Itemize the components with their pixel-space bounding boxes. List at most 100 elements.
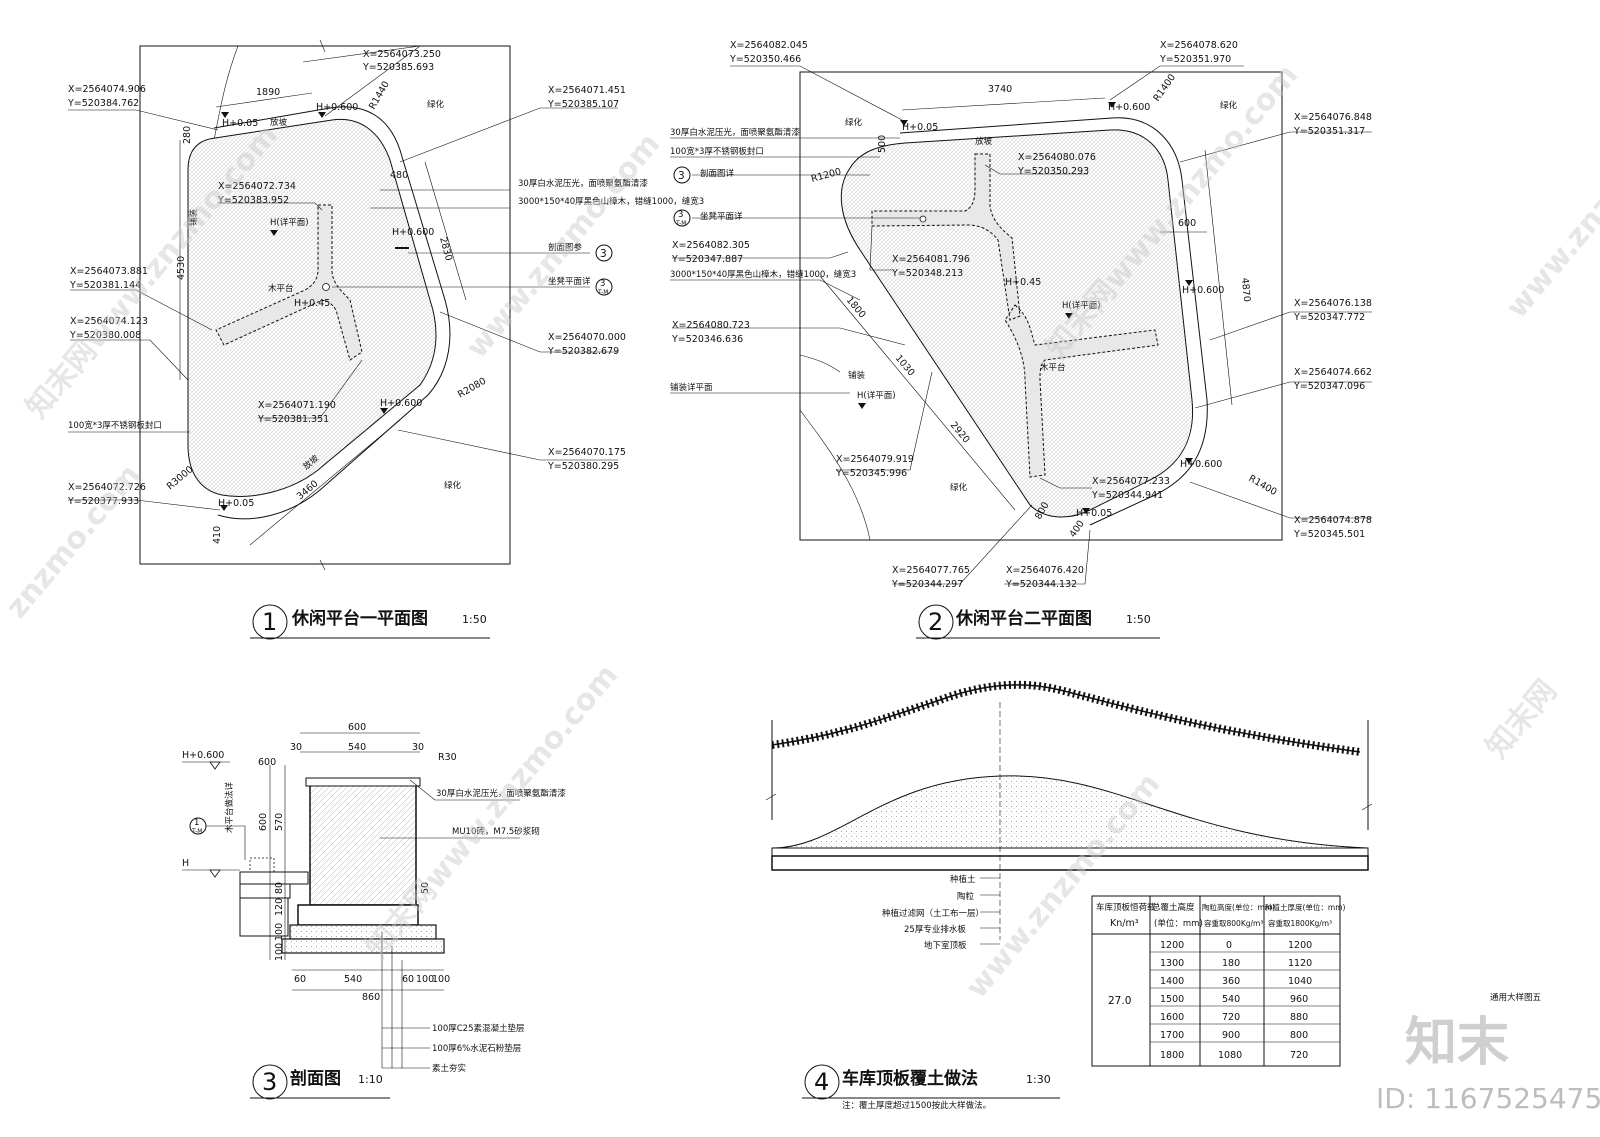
section-dim-left-80: 80: [274, 882, 285, 894]
section-title: 剖面图: [290, 1068, 341, 1089]
svg-text:180: 180: [1222, 958, 1240, 969]
svg-text:H+0.05: H+0.05: [218, 498, 254, 509]
svg-text:(单位：mm): (单位：mm): [1154, 918, 1203, 929]
svg-text:X=2564070.175: X=2564070.175: [548, 447, 626, 458]
svg-text:1200: 1200: [1288, 940, 1312, 951]
svg-text:Y=520384.762: Y=520384.762: [67, 98, 139, 109]
soil-table-load: 27.0: [1108, 995, 1131, 1007]
plan2-radius-r1400-top: R1400: [1151, 72, 1178, 104]
plan2-scale: 1:50: [1126, 613, 1151, 626]
section-dim-left-100b: 100: [274, 943, 285, 961]
plan2-levels: H+0.05 H+0.600 H+0.45 H+0.600 H+0.600 H+…: [900, 102, 1224, 519]
svg-text:Y=520344.132: Y=520344.132: [1005, 579, 1077, 590]
svg-text:X=2564073.881: X=2564073.881: [70, 266, 148, 277]
section-dim-30-left: 30: [290, 742, 302, 753]
svg-text:1: 1: [194, 818, 199, 828]
plan1-bench: [215, 204, 363, 361]
plan1-dim-410: 410: [212, 526, 223, 544]
svg-text:X=2564082.305: X=2564082.305: [672, 240, 750, 251]
svg-text:Y=520380.295: Y=520380.295: [547, 461, 619, 472]
plan1-radius-r3000: R3000: [165, 464, 196, 492]
svg-text:H+0.05: H+0.05: [902, 122, 938, 133]
svg-text:X=2564076.420: X=2564076.420: [1006, 565, 1084, 576]
svg-text:Y=520351.970: Y=520351.970: [1159, 54, 1231, 65]
svg-text:X=2564081.796: X=2564081.796: [892, 254, 970, 265]
svg-text:X=2564076.138: X=2564076.138: [1294, 298, 1372, 309]
plan2-radius-r1400-bottom: R1400: [1247, 473, 1279, 498]
section-dim-600: 600: [348, 722, 366, 733]
svg-text:30厚白水泥压光，面喷聚氨酯清漆: 30厚白水泥压光，面喷聚氨酯清漆: [518, 178, 648, 189]
section-dim-60-b: 60: [402, 974, 414, 985]
section-dim-860: 860: [362, 992, 380, 1003]
svg-text:H+0.600: H+0.600: [1182, 285, 1224, 296]
svg-text:X=2564070.000: X=2564070.000: [548, 332, 626, 343]
plan2-dim-600: 600: [1178, 218, 1196, 229]
svg-text:X=2564076.848: X=2564076.848: [1294, 112, 1372, 123]
svg-text:1080: 1080: [1218, 1050, 1242, 1061]
svg-text:Y=520385.107: Y=520385.107: [547, 99, 619, 110]
svg-text:知末网: 知末网: [1479, 674, 1564, 765]
svg-text:Y=520347.887: Y=520347.887: [671, 254, 743, 265]
svg-text:Y=520348.213: Y=520348.213: [891, 268, 963, 279]
plan2-dim-500: 500: [877, 135, 888, 153]
svg-text:100宽*3厚不锈钢板封口: 100宽*3厚不锈钢板封口: [670, 146, 764, 157]
soil-mound: [771, 775, 1369, 849]
section-layers: 100厚C25素混凝土垫层 100厚6%水泥石粉垫层 素土夯实: [381, 932, 524, 1074]
svg-text:3000*150*40厚黑色山樟木，错缝1000，缝宽3: 3000*150*40厚黑色山樟木，错缝1000，缝宽3: [518, 196, 704, 207]
svg-text:1400: 1400: [1160, 976, 1184, 987]
plan2-coordinates: X=2564082.045 Y=520350.466 X=2564078.620…: [671, 40, 1372, 590]
svg-text:X=2564071.451: X=2564071.451: [548, 85, 626, 96]
svg-text:T-M: T-M: [191, 828, 202, 835]
soil-general-detail: 通用大样图五: [1490, 992, 1542, 1003]
svg-text:3: 3: [600, 279, 605, 289]
svg-text:www.znzmo.com: www.znzmo.com: [459, 127, 667, 365]
svg-text:H+0.600: H+0.600: [392, 227, 434, 238]
section-dim-left-600b: 600: [258, 813, 269, 831]
svg-text:H+0.45: H+0.45: [294, 298, 330, 309]
plan1-dim-280: 280: [182, 126, 193, 144]
svg-text:Y=520351.317: Y=520351.317: [1293, 126, 1365, 137]
svg-text:1200: 1200: [1160, 940, 1184, 951]
svg-text:960: 960: [1290, 994, 1308, 1005]
svg-text:车库顶板恒荷载: 车库顶板恒荷载: [1096, 902, 1156, 913]
plan1-dim-1890: 1890: [256, 87, 280, 98]
svg-text:720: 720: [1222, 1012, 1240, 1023]
brand-id: ID: 1167525475: [1376, 1082, 1600, 1115]
svg-text:H+0.45: H+0.45: [1005, 277, 1041, 288]
svg-text:H+0.05: H+0.05: [1076, 508, 1112, 519]
section-radius: R30: [438, 752, 457, 763]
section-dim-left-600: 600: [258, 757, 276, 768]
plan1-levels: H+0.05 H+0.600 H+0.600 H+0.45 H+0.600 H+…: [218, 102, 434, 511]
svg-text:铺装详平面: 铺装详平面: [670, 382, 713, 393]
plan1-label-green: 绿化: [427, 99, 445, 110]
plan1-dim-4530: 4530: [176, 256, 187, 280]
plan1-notes: 30厚白水泥压光，面喷聚氨酯清漆 3000*150*40厚黑色山樟木，错缝100…: [68, 178, 704, 433]
svg-text:Y=520350.293: Y=520350.293: [1017, 166, 1089, 177]
plan2-notes: 30厚白水泥压光，面喷聚氨酯清漆 100宽*3厚不锈钢板封口 3 剖面图详 3 …: [670, 127, 920, 394]
plan2-dim-3740: 3740: [988, 84, 1012, 95]
svg-text:Y=520345.996: Y=520345.996: [835, 468, 907, 479]
svg-text:1700: 1700: [1160, 1030, 1184, 1041]
plan2-title: 休闲平台二平面图: [955, 608, 1092, 629]
svg-text:Y=520344.297: Y=520344.297: [891, 579, 963, 590]
svg-text:Y=520344.941: Y=520344.941: [1091, 490, 1163, 501]
svg-text:Y=520380.008: Y=520380.008: [69, 330, 141, 341]
plan2-label-hplan-1: H(详平面): [857, 390, 896, 401]
svg-text:Y=520346.636: Y=520346.636: [671, 334, 743, 345]
svg-text:X=2564082.045: X=2564082.045: [730, 40, 808, 51]
soil-detail: 种植土 陶粒 种植过滤网（土工布一层） 25厚专业排水板 地下室顶板 车库顶板恒…: [765, 680, 1542, 1111]
svg-text:3000*150*40厚黑色山樟木，错缝1000，缝宽3: 3000*150*40厚黑色山樟木，错缝1000，缝宽3: [670, 269, 856, 280]
svg-text:地下室顶板: 地下室顶板: [924, 940, 967, 951]
plan2-label-hplan-2: H(详平面): [1062, 300, 1101, 311]
svg-text:容重取1800Kg/m³: 容重取1800Kg/m³: [1268, 918, 1332, 928]
svg-text:种植土: 种植土: [950, 874, 976, 885]
section-scale: 1:10: [358, 1073, 383, 1086]
svg-text:X=2564079.919: X=2564079.919: [836, 454, 914, 465]
section-detail: 600 30 540 30 R30 600 600 570 80 120 100…: [182, 722, 566, 1100]
svg-text:H+0.600: H+0.600: [1180, 459, 1222, 470]
svg-text:800: 800: [1290, 1030, 1308, 1041]
plan-two: 3740 500 600 4870 1800 1030 2920 800 400…: [670, 40, 1372, 640]
svg-text:Kn/m³: Kn/m³: [1110, 918, 1139, 929]
plan1-dim-2830: 2830: [437, 236, 454, 262]
soil-title-block: 4 车库顶板覆土做法 1:30 注：覆土厚度超过1500按此大样做法。: [802, 1064, 1060, 1111]
